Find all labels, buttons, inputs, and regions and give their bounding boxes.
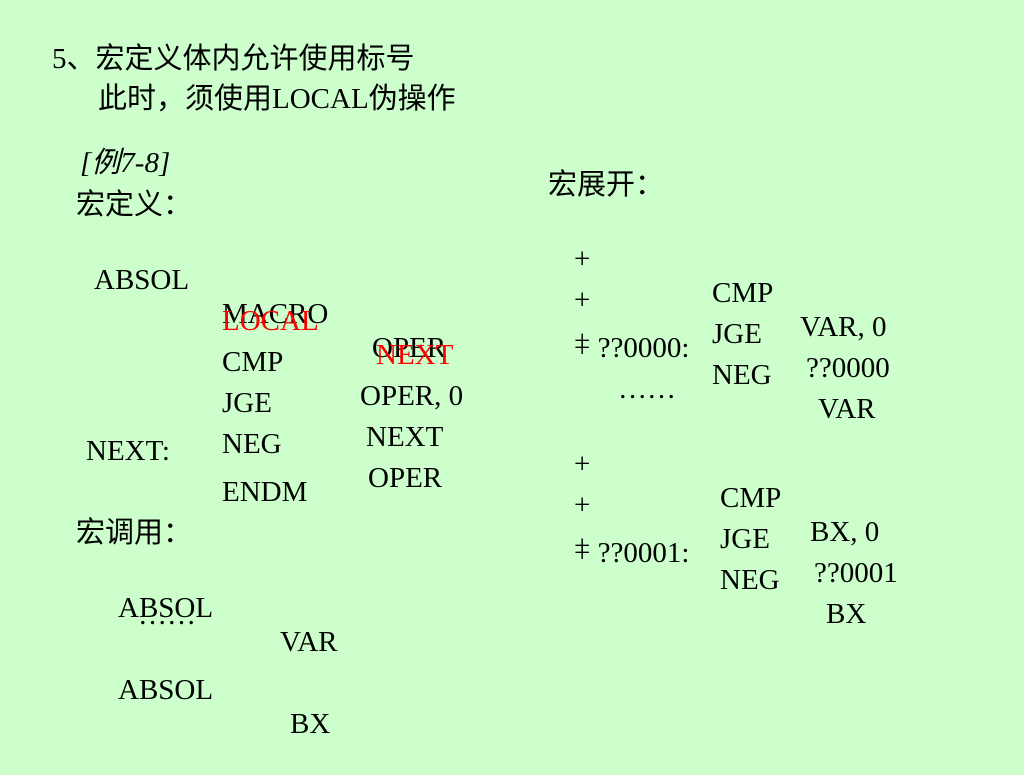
def-arg: NEXT xyxy=(366,421,444,453)
expand-label-1: + ??0000: xyxy=(574,332,690,364)
expand-op: NEG xyxy=(720,564,780,596)
def-line-1: ABSOL MACRO OPER xyxy=(0,229,520,399)
call-arg: VAR xyxy=(280,626,338,658)
expand-arg: VAR xyxy=(818,393,876,425)
def-arg: NEXT xyxy=(376,339,454,371)
heading-line-1: 5、宏定义体内允许使用标号 xyxy=(52,43,415,75)
expand-plus: + xyxy=(574,448,591,480)
expand-line-2: + JGE ??0000 xyxy=(0,249,1000,419)
next-label: NEXT: xyxy=(86,435,170,467)
expand-line-4: + CMP BX, 0 xyxy=(0,413,1000,583)
def-op: MACRO xyxy=(222,298,329,330)
expand-op: CMP xyxy=(720,482,782,514)
expand-line-3: + NEG VAR xyxy=(0,290,1000,460)
def-arg: OPER, 0 xyxy=(360,380,464,412)
expand-arg: BX xyxy=(826,598,867,630)
expand-plus: + xyxy=(574,284,591,316)
call-line-1: ABSOL VAR xyxy=(0,557,520,693)
expand-line-6: + NEG BX xyxy=(0,495,1000,665)
expand-op: NEG xyxy=(712,359,772,391)
def-line-3: CMP OPER, 0 xyxy=(0,311,520,447)
expand-plus: + xyxy=(574,530,591,562)
call-name: ABSOL xyxy=(118,674,214,706)
call-arg: BX xyxy=(290,708,331,740)
expand-line-5: + JGE ??0001 xyxy=(0,454,1000,624)
def-op: NEG xyxy=(222,428,282,460)
def-line-5: NEG OPER xyxy=(0,393,520,529)
macro-def-label: 宏定义： xyxy=(76,189,193,221)
def-op: CMP xyxy=(222,346,284,378)
expand-label: 宏展开： xyxy=(548,169,665,201)
example-label: [例7-8] xyxy=(80,147,171,179)
endm: ENDM xyxy=(222,476,308,508)
def-op: JGE xyxy=(222,387,272,419)
expand-op: JGE xyxy=(720,523,770,555)
expand-plus: + xyxy=(574,243,591,275)
expand-op: JGE xyxy=(712,318,762,350)
call-ellipsis: …… xyxy=(138,599,196,631)
expand-arg: BX, 0 xyxy=(810,516,880,548)
expand-line-1: + CMP VAR, 0 xyxy=(0,208,1000,378)
def-arg: OPER xyxy=(372,332,447,364)
expand-plus: + xyxy=(574,325,591,357)
macro-call-label: 宏调用： xyxy=(76,517,193,549)
expand-arg: ??0000 xyxy=(806,352,890,384)
def-label: ABSOL xyxy=(94,264,190,296)
expand-label-2: + ??0001: xyxy=(574,537,690,569)
expand-ellipsis: …… xyxy=(618,373,676,405)
call-line-2: ABSOL BX xyxy=(0,639,520,775)
heading-line-2: 此时，须使用LOCAL伪操作 xyxy=(98,83,456,115)
def-line-2: LOCAL NEXT xyxy=(0,270,520,406)
def-op: LOCAL xyxy=(222,305,319,337)
expand-plus: + xyxy=(574,489,591,521)
call-name: ABSOL xyxy=(118,592,214,624)
def-arg: OPER xyxy=(368,462,443,494)
def-line-4: JGE NEXT xyxy=(0,352,520,488)
expand-arg: VAR, 0 xyxy=(800,311,887,343)
expand-arg: ??0001 xyxy=(814,557,898,589)
expand-op: CMP xyxy=(712,277,774,309)
